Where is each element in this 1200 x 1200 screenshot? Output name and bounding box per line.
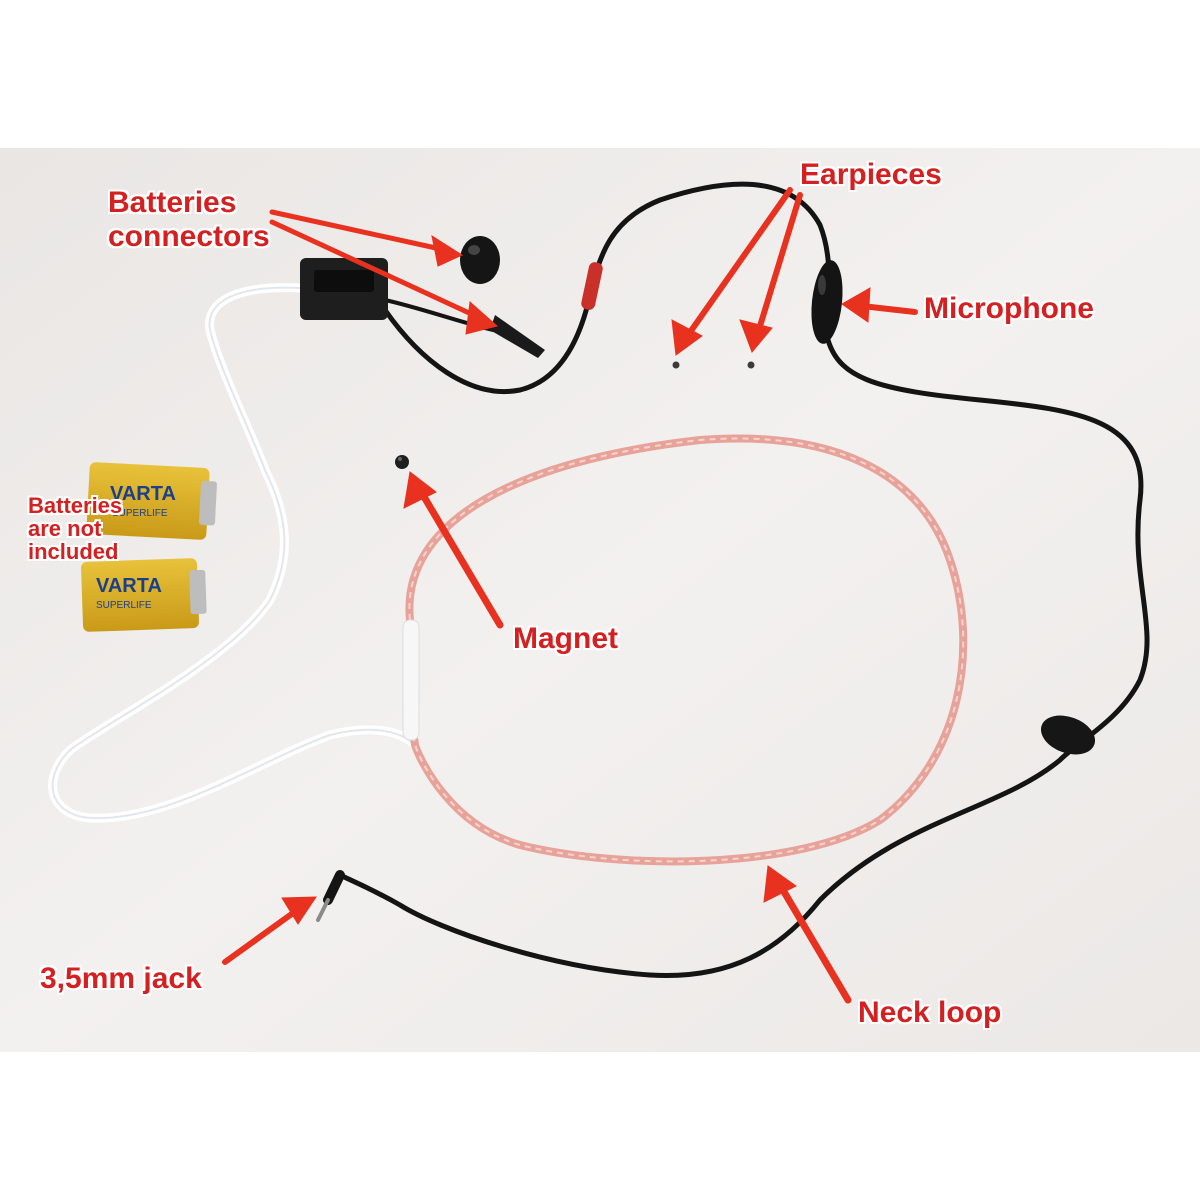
product-photo: VARTA SUPERLIFE VARTA SUPERLIFE bbox=[0, 148, 1200, 1052]
loop-white-sleeve bbox=[402, 619, 420, 741]
label-batteries-not-included: Batteries are not included bbox=[28, 493, 123, 565]
label-magnet: Magnet bbox=[513, 622, 618, 655]
inline-splitter bbox=[581, 262, 603, 310]
battery-line-bottom: SUPERLIFE bbox=[96, 600, 152, 611]
label-batteries-connectors: Batteries connectors bbox=[108, 186, 270, 253]
annotation-arrows bbox=[222, 187, 918, 1004]
label-neck-loop: Neck loop bbox=[858, 996, 1002, 1029]
black-cable bbox=[382, 181, 832, 394]
audio-jack bbox=[316, 870, 345, 922]
earpiece-left bbox=[672, 361, 680, 369]
angled-connector bbox=[490, 315, 545, 358]
battery-brand-bottom: VARTA bbox=[96, 575, 162, 597]
label-earpieces: Earpieces bbox=[800, 158, 942, 191]
battery-line-top: SUPERLIFE bbox=[112, 508, 168, 519]
earpiece-right bbox=[747, 361, 755, 369]
cable-clip bbox=[1040, 715, 1096, 755]
magnet bbox=[395, 455, 409, 469]
battery-snap-connector bbox=[460, 236, 500, 284]
battery-bottom: VARTA SUPERLIFE bbox=[81, 558, 207, 632]
label-microphone: Microphone bbox=[924, 292, 1094, 325]
battery-brand-top: VARTA bbox=[110, 483, 176, 505]
label-jack: 3,5mm jack bbox=[40, 962, 202, 995]
battery-top: VARTA SUPERLIFE bbox=[86, 462, 217, 540]
